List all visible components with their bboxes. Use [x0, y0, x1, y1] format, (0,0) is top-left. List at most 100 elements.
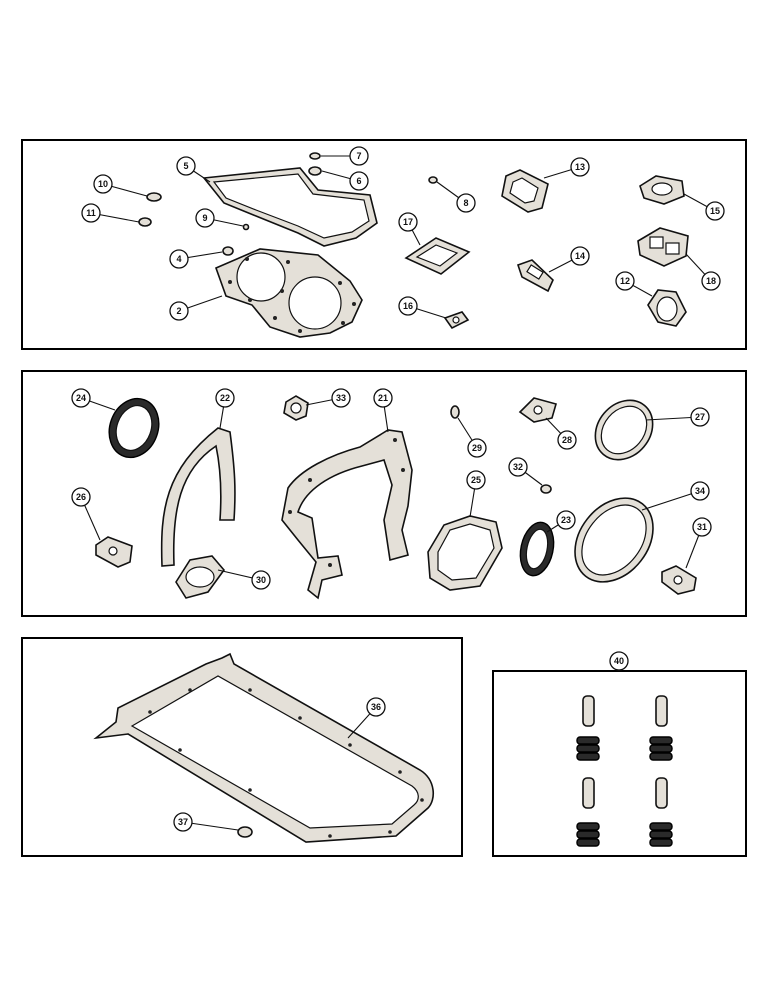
callout-bubble — [93, 174, 113, 194]
callout-bubble — [609, 651, 629, 671]
callout-bubble — [81, 203, 101, 223]
callout-number: 17 — [403, 217, 413, 227]
callout-36: 36 — [347, 697, 386, 739]
callout-number: 25 — [471, 475, 481, 485]
part-seal-37 — [237, 826, 253, 838]
callout-number: 4 — [176, 254, 181, 264]
callout-bubble — [456, 193, 476, 213]
callout-number: 13 — [575, 162, 585, 172]
part-gasket-31 — [661, 565, 697, 595]
part-washer-6 — [308, 166, 322, 176]
callout-bubble — [466, 470, 486, 490]
callout-bubble — [331, 388, 351, 408]
part-gasket-18 — [637, 227, 689, 267]
part-seal-11 — [138, 217, 152, 227]
callout-25: 25 — [466, 470, 486, 518]
callout-24: 24 — [71, 388, 116, 411]
callout-5: 5 — [176, 156, 211, 183]
callout-number: 10 — [98, 179, 108, 189]
callout-32: 32 — [508, 457, 543, 486]
callout-bubble — [176, 156, 196, 176]
part-valve-cover-gasket — [202, 167, 378, 247]
callout-8: 8 — [436, 181, 476, 213]
callout-9: 9 — [195, 208, 244, 228]
part-washer-4 — [222, 246, 234, 256]
part-seal-8 — [428, 176, 438, 184]
part-gasket-33 — [283, 395, 309, 421]
callout-33: 33 — [305, 388, 351, 408]
callout-bubble — [71, 487, 91, 507]
callout-number: 5 — [183, 161, 188, 171]
callout-number: 30 — [256, 575, 266, 585]
callout-7: 7 — [321, 146, 369, 166]
callout-10: 10 — [93, 174, 148, 197]
callout-bubble — [195, 208, 215, 228]
part-gasket-34 — [574, 497, 654, 583]
callout-23: 23 — [546, 510, 576, 533]
callout-number: 31 — [697, 522, 707, 532]
part-seal-24 — [108, 397, 160, 459]
part-valve-seals-40 — [576, 695, 673, 847]
callout-number: 29 — [472, 443, 482, 453]
callout-29: 29 — [457, 417, 487, 458]
callout-22: 22 — [215, 388, 235, 429]
callout-31: 31 — [685, 517, 712, 569]
callout-bubble — [570, 246, 590, 266]
part-gasket-26 — [95, 536, 133, 568]
callout-number: 9 — [202, 213, 207, 223]
callout-bubble — [373, 388, 393, 408]
callout-number: 21 — [378, 393, 388, 403]
callout-bubble — [556, 510, 576, 530]
callout-number: 33 — [336, 393, 346, 403]
callout-11: 11 — [81, 203, 140, 223]
callout-number: 22 — [220, 393, 230, 403]
callout-number: 23 — [561, 515, 571, 525]
callout-bubble — [398, 296, 418, 316]
part-gasket-25 — [427, 515, 503, 591]
callout-number: 27 — [695, 412, 705, 422]
panel-valve-seal-set — [492, 670, 747, 857]
callout-37: 37 — [173, 812, 239, 832]
part-seal-9 — [242, 223, 250, 231]
panel-oil-pan-set — [21, 637, 463, 857]
callout-number: 15 — [710, 206, 720, 216]
callout-bubble — [557, 430, 577, 450]
callout-13: 13 — [543, 157, 590, 179]
callout-bubble — [508, 457, 528, 477]
part-seal-10 — [146, 192, 162, 202]
callout-bubble — [366, 697, 386, 717]
part-oil-pan-gasket-36 — [93, 652, 435, 843]
callout-12: 12 — [615, 271, 653, 297]
part-gasket-17 — [404, 237, 471, 275]
callout-bubble — [701, 271, 721, 291]
callout-number: 36 — [371, 702, 381, 712]
part-gasket-15 — [639, 175, 685, 205]
part-gasket-28 — [518, 397, 557, 423]
callout-bubble — [467, 438, 487, 458]
part-seal-23 — [519, 521, 555, 577]
callout-bubble — [169, 249, 189, 269]
callout-bubble — [690, 407, 710, 427]
callout-30: 30 — [217, 569, 271, 590]
callout-bubble — [349, 171, 369, 191]
part-seal-strip-22 — [160, 427, 236, 567]
part-seal-29 — [450, 405, 460, 419]
callout-bubble — [690, 481, 710, 501]
callout-bubble — [570, 157, 590, 177]
callout-26: 26 — [71, 487, 101, 541]
part-gasket-12 — [647, 289, 687, 327]
callout-number: 7 — [356, 151, 361, 161]
callout-bubble — [71, 388, 91, 408]
callout-number: 14 — [575, 251, 585, 261]
callout-bubble — [398, 212, 418, 232]
part-seal-32 — [540, 484, 552, 494]
callout-number: 26 — [76, 492, 86, 502]
callout-6: 6 — [321, 170, 369, 191]
panel-head-set — [21, 139, 747, 350]
part-washer-7 — [309, 152, 321, 160]
callout-number: 40 — [614, 656, 624, 666]
callout-number: 2 — [176, 306, 181, 316]
part-gasket-14 — [516, 259, 554, 293]
callout-2: 2 — [169, 295, 223, 321]
